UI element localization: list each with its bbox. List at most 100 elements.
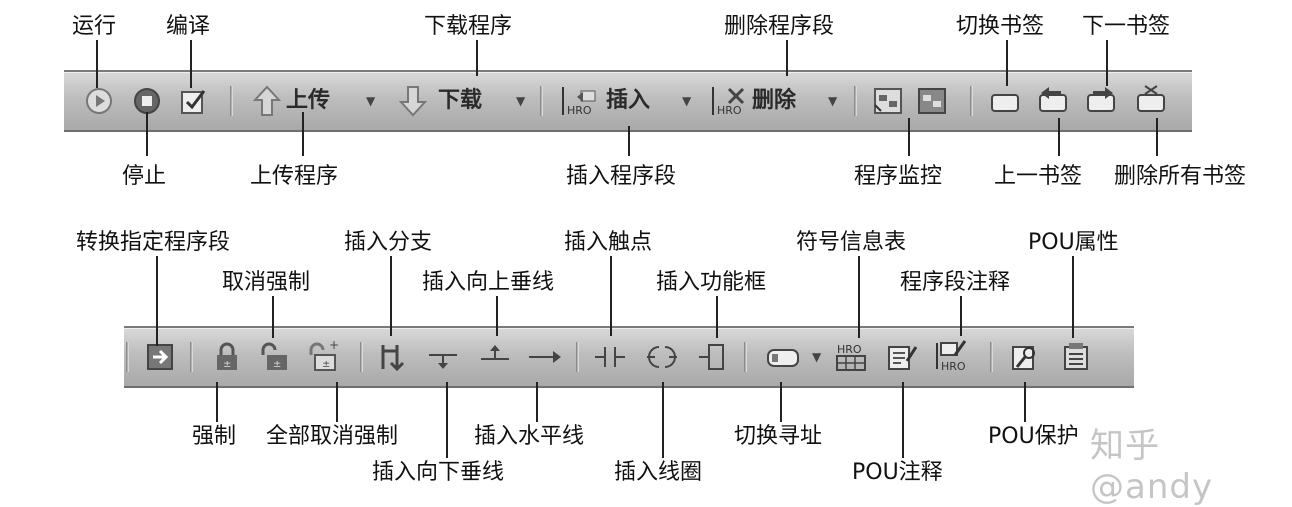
callout-line (908, 118, 910, 156)
callout-line (496, 296, 498, 336)
label-next-bookmark: 下一书签 (1082, 14, 1171, 39)
delete-all-bookmarks-icon[interactable] (1134, 82, 1168, 116)
insert-dropdown-icon[interactable]: ▼ (682, 94, 692, 108)
callout-line (146, 112, 148, 156)
callout-line (1024, 382, 1026, 422)
label-cancel-force: 取消强制 (222, 270, 311, 295)
insert-horizontal-line-icon[interactable] (526, 340, 564, 374)
toolbar-separator (230, 86, 233, 116)
delete-dropdown-icon[interactable]: ▼ (828, 94, 838, 108)
label-stop: 停止 (122, 164, 167, 189)
callout-line (390, 256, 392, 336)
insert-coil-icon[interactable] (644, 340, 680, 374)
callout-line (1106, 40, 1108, 86)
delete-button[interactable]: 删除 (752, 88, 797, 113)
label-compile: 编译 (166, 14, 211, 39)
insert-function-box-icon[interactable] (696, 340, 732, 374)
callout-line (628, 126, 630, 156)
label-download-program: 下载程序 (424, 14, 513, 39)
insert-contact-icon[interactable] (592, 340, 628, 374)
svg-text:±: ± (273, 359, 281, 370)
toolbar-separator (854, 86, 857, 116)
delete-segment-icon[interactable]: HRO (708, 84, 748, 118)
callout-line (1006, 40, 1008, 86)
pou-properties-icon[interactable] (1058, 338, 1094, 374)
callout-line (96, 40, 98, 88)
toggle-addressing-icon[interactable] (764, 342, 804, 372)
svg-text:±: ± (322, 359, 330, 370)
label-insert-horizontal: 插入水平线 (474, 424, 585, 449)
label-pou-protect: POU保护 (988, 424, 1079, 449)
toolbar-separator (744, 342, 747, 372)
label-pou-properties: POU属性 (1028, 230, 1119, 255)
callout-line (536, 382, 538, 422)
label-cancel-all-force: 全部取消强制 (266, 424, 399, 449)
svg-text:HRO: HRO (941, 360, 966, 373)
symbol-table-icon[interactable]: HRO (832, 340, 870, 374)
addressing-dropdown-icon[interactable]: ▼ (812, 350, 822, 364)
upload-button[interactable]: 上传 (286, 88, 331, 113)
upload-arrow-icon[interactable] (252, 84, 282, 118)
program-status-icon[interactable] (914, 84, 950, 118)
insert-up-line-icon[interactable] (478, 340, 512, 374)
label-upload-program: 上传程序 (250, 164, 339, 189)
download-arrow-icon[interactable] (398, 84, 428, 118)
callout-line (336, 382, 338, 422)
callout-line (190, 40, 192, 88)
program-monitor-icon[interactable] (870, 84, 906, 118)
toolbar-separator (970, 86, 973, 116)
callout-line (272, 296, 274, 338)
svg-text:HRO: HRO (837, 343, 862, 356)
callout-line (1072, 256, 1074, 338)
callout-line (446, 382, 448, 458)
label-delete-segment: 删除程序段 (724, 14, 835, 39)
label-convert-segment: 转换指定程序段 (76, 230, 231, 255)
callout-line (476, 40, 478, 76)
next-bookmark-icon[interactable] (1084, 84, 1118, 116)
callout-line (858, 256, 860, 338)
label-program-monitor: 程序监控 (854, 164, 943, 189)
toolbar-separator (360, 342, 363, 372)
callout-line (902, 382, 904, 458)
cancel-force-icon[interactable]: ± (258, 340, 290, 374)
callout-line (960, 296, 962, 336)
compile-icon[interactable] (178, 85, 210, 117)
ladder-toolbar: ± ± ±+ ▼ HRO HRO (124, 326, 1134, 388)
callout-line (156, 256, 158, 346)
label-symbol-table: 符号信息表 (796, 230, 907, 255)
segment-comment-icon[interactable]: HRO (932, 338, 970, 374)
convert-segment-icon[interactable] (144, 341, 176, 373)
run-icon[interactable] (84, 86, 114, 116)
upload-dropdown-icon[interactable]: ▼ (366, 94, 376, 108)
toggle-bookmark-icon[interactable] (988, 86, 1022, 116)
toolbar-separator (190, 342, 193, 372)
label-toggle-bookmark: 切换书签 (956, 14, 1045, 39)
insert-branch-icon[interactable] (376, 340, 408, 374)
stop-icon[interactable] (132, 86, 162, 116)
download-button[interactable]: 下载 (438, 88, 483, 113)
label-insert-up-line: 插入向上垂线 (422, 270, 555, 295)
svg-text:+: + (329, 339, 339, 352)
prev-bookmark-icon[interactable] (1036, 84, 1070, 116)
label-insert-down-line: 插入向下垂线 (372, 460, 505, 485)
insert-segment-icon[interactable]: HRO (558, 84, 600, 118)
svg-text:HRO: HRO (567, 104, 592, 117)
watermark: 知乎 @andy (1090, 426, 1214, 507)
label-insert-contact: 插入触点 (564, 230, 653, 255)
label-toggle-addressing: 切换寻址 (734, 424, 823, 449)
cancel-all-force-icon[interactable]: ±+ (306, 338, 340, 374)
label-force: 强制 (192, 424, 237, 449)
label-insert-function-box: 插入功能框 (656, 270, 767, 295)
insert-button[interactable]: 插入 (606, 88, 651, 113)
callout-line (302, 112, 304, 156)
callout-line (662, 382, 664, 458)
callout-line (610, 256, 612, 336)
callout-line (716, 296, 718, 338)
force-lock-icon[interactable]: ± (212, 340, 242, 374)
pou-comment-icon[interactable] (884, 340, 920, 374)
label-prev-bookmark: 上一书签 (994, 164, 1083, 189)
insert-down-line-icon[interactable] (426, 340, 460, 374)
toolbar-separator (990, 342, 993, 372)
pou-protect-icon[interactable] (1008, 340, 1042, 374)
download-dropdown-icon[interactable]: ▼ (516, 94, 526, 108)
